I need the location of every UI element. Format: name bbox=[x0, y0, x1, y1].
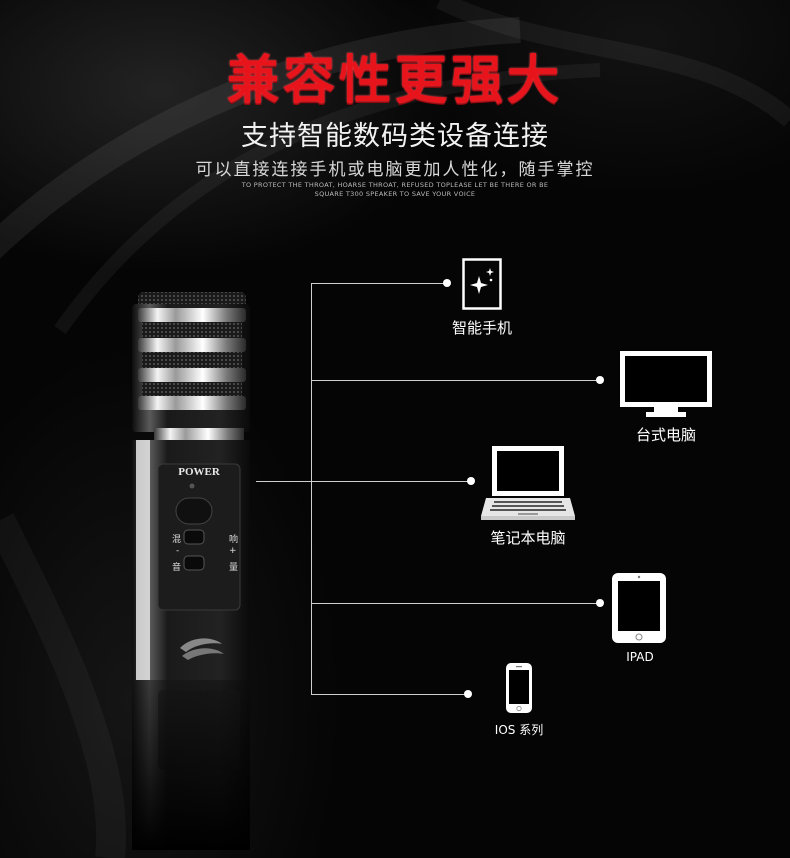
english-caption-line2: SQUARE T300 SPEAKER TO SAVE YOUR VOICE bbox=[314, 190, 476, 198]
device-label-smartphone: 智能手机 bbox=[451, 319, 512, 337]
connector-smartphone bbox=[311, 283, 447, 284]
device-label-ipad: IPAD bbox=[626, 650, 654, 664]
smartphone-icon bbox=[462, 258, 502, 310]
connector-ios bbox=[311, 694, 469, 695]
connector-dot-ipad bbox=[596, 599, 604, 607]
english-caption-line1: TO PROTECT THE THROAT, HOARSE THROAT, RE… bbox=[241, 181, 549, 189]
mic-label-sound: 音 bbox=[172, 563, 182, 573]
connector-trunk-vertical bbox=[311, 283, 312, 694]
power-label: POWER bbox=[178, 466, 220, 478]
connector-main-horizontal bbox=[256, 481, 472, 482]
connector-desktop bbox=[311, 380, 601, 381]
page-subtitle: 支持智能数码类设备连接 bbox=[241, 121, 549, 152]
mic-label-volume: 量 bbox=[229, 563, 239, 573]
connector-ipad bbox=[311, 603, 601, 604]
microphone-illustration bbox=[132, 292, 250, 850]
connector-dot-smartphone bbox=[443, 279, 451, 287]
page-description: 可以直接连接手机或电脑更加人性化，随手掌控 bbox=[195, 160, 595, 180]
device-label-laptop: 笔记本电脑 bbox=[490, 529, 566, 547]
device-label-desktop: 台式电脑 bbox=[635, 426, 696, 444]
page-title: 兼容性更强大 bbox=[226, 51, 563, 111]
mic-label-minus: - bbox=[176, 546, 180, 556]
english-caption: TO PROTECT THE THROAT, HOARSE THROAT, RE… bbox=[210, 181, 580, 199]
desktop-monitor-icon bbox=[620, 351, 712, 417]
connector-dot-desktop bbox=[596, 376, 604, 384]
iphone-icon bbox=[506, 663, 532, 713]
mic-label-mix: 混 bbox=[172, 535, 182, 545]
device-label-ios: IOS 系列 bbox=[494, 723, 544, 737]
connector-dot-ios bbox=[464, 690, 472, 698]
tablet-icon bbox=[612, 573, 666, 643]
mic-label-plus: + bbox=[229, 546, 237, 556]
connector-dot-laptop bbox=[467, 477, 475, 485]
mic-label-echo: 响 bbox=[229, 535, 239, 545]
laptop-icon bbox=[481, 446, 575, 520]
